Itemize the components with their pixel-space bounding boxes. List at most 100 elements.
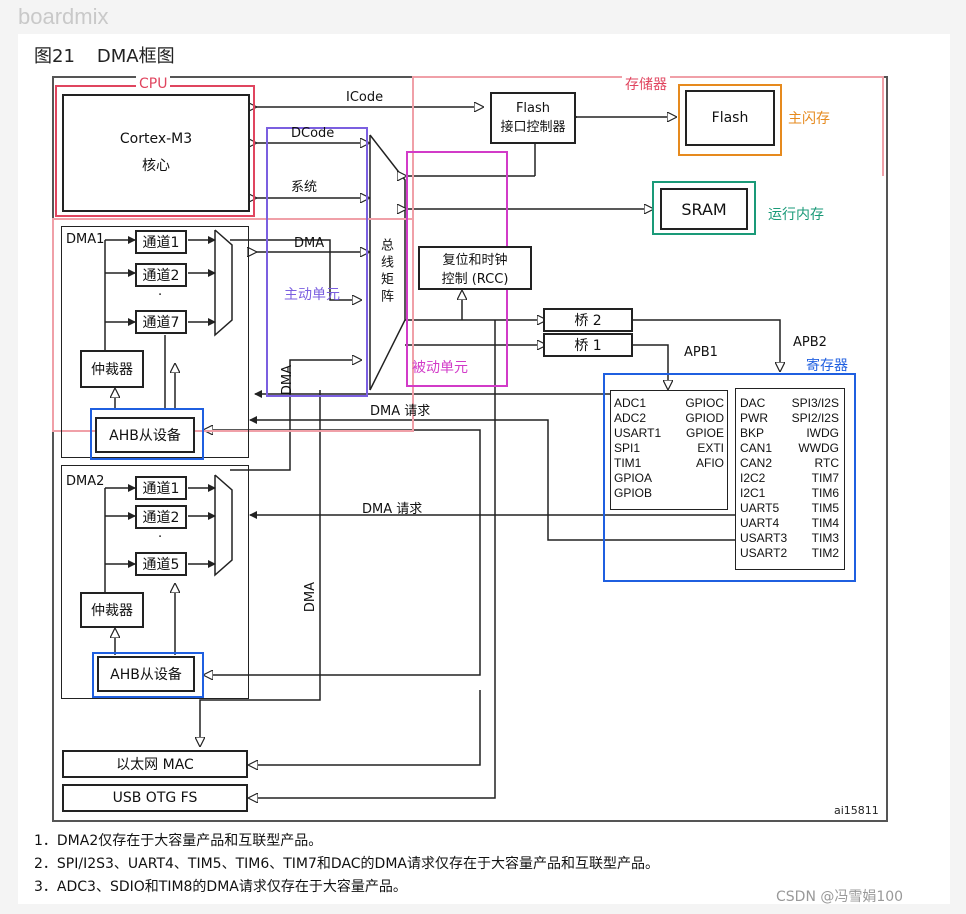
flash-if-title: Flash [515, 101, 551, 116]
figure-title: 图21 DMA框图 [34, 42, 197, 68]
apb2-peripheral: TIM6 [811, 486, 839, 500]
apb2-peripheral: TIM5 [811, 501, 839, 515]
registers-outline [603, 373, 856, 582]
apb2-peripheral: PWR [740, 411, 768, 425]
apb2-peripheral: CAN1 [740, 441, 773, 455]
apb1-peripheral: AFIO [695, 456, 724, 470]
bridge-1: 桥 1 [543, 333, 633, 357]
apb1-label: APB1 [684, 345, 718, 360]
apb2-label: APB2 [793, 335, 827, 350]
footnote-3: 3．ADC3、SDIO和TIM8的DMA请求仅存在于大容量产品。 [34, 879, 407, 895]
icode-label: ICode [346, 90, 384, 105]
apb2-peripheral: UART5 [740, 501, 780, 515]
memory-outline-left [412, 76, 414, 432]
apb2-peripheral: IWDG [806, 426, 839, 440]
dcode-label: DCode [291, 126, 335, 141]
dma1-ahb-outline [90, 408, 204, 460]
dma1-block [61, 226, 249, 458]
figure-caption: DMA框图 [96, 46, 175, 67]
apb1-peripheral: GPIOA [614, 471, 653, 485]
core-name: Cortex-M3 [119, 131, 193, 147]
dma2-arbiter: 仲裁器 [80, 592, 144, 628]
dma2-ahb-outline [92, 652, 204, 698]
dma2-title: DMA2 [66, 474, 105, 489]
apb1-peripheral: GPIOE [685, 426, 724, 440]
apb2-peripheral: CAN2 [740, 456, 773, 470]
dma1-ahb-slave: AHB从设备 [95, 417, 195, 453]
flash-if-subtitle: 接口控制器 [500, 120, 566, 135]
apb1-peripheral: ADC1 [614, 396, 647, 410]
apb1-peripheral: SPI1 [614, 441, 641, 455]
dma1-arbiter: 仲裁器 [80, 350, 144, 388]
usb-otg-block: USB OTG FS [62, 784, 248, 812]
apb1-peripheral: ADC2 [614, 411, 647, 425]
apb2-peripheral: I2C1 [740, 486, 766, 500]
apb2-peripheral: WWDG [798, 441, 839, 455]
apb1-peripheral: TIM1 [614, 456, 642, 470]
apb2-peripheral: RTC [814, 456, 839, 470]
registers-annotation: 寄存器 [806, 358, 848, 374]
passive-unit-annotation: 被动单元 [412, 360, 468, 376]
apb1-peripheral: EXTI [697, 441, 724, 455]
apb2-peripheral: TIM7 [811, 471, 839, 485]
core-label: 核心 [142, 158, 170, 174]
apb2-peripheral: SPI2/I2S [791, 411, 839, 425]
figure-number: 图21 [34, 46, 75, 67]
sram-outline [652, 181, 756, 235]
dma-vertical-label-1: DMA [280, 365, 295, 396]
rcc-subtitle: 控制 (RCC) [441, 272, 509, 287]
cortex-m3-core: Cortex-M3 核心 [62, 94, 250, 212]
dma2-channel: 通道5 [135, 552, 187, 576]
dma1-title: DMA1 [66, 232, 105, 247]
dma2-ellipsis: · [158, 530, 163, 545]
dma2-channel: 通道2 [135, 505, 187, 529]
bus-matrix-label: 总线矩阵 [378, 238, 393, 306]
flash-interface-controller: Flash 接口控制器 [490, 92, 576, 144]
system-label: 系统 [291, 180, 318, 195]
dma1-channel: 通道1 [135, 230, 187, 254]
main-flash-annotation: 主闪存 [788, 111, 830, 127]
apb2-left-column: DAC PWR BKP CAN1 CAN2 I2C2 I2C1 UART5 UA… [740, 396, 787, 561]
apb2-peripheral: DAC [740, 396, 766, 410]
dma2-channel: 通道1 [135, 476, 187, 500]
rcc-block: 复位和时钟 控制 (RCC) [418, 246, 532, 290]
apb1-left-column: ADC1 ADC2 USART1 SPI1 TIM1 GPIOA GPIOB [614, 396, 661, 501]
apb1-peripheral: GPIOC [685, 396, 724, 410]
apb2-right-column: SPI3/I2S SPI2/I2S IWDG WWDG RTC TIM7 TIM… [782, 396, 839, 561]
dma-vertical-label-2: DMA [303, 582, 318, 613]
apb2-peripheral: UART4 [740, 516, 780, 530]
bridge-2: 桥 2 [543, 308, 633, 332]
ethernet-mac-block: 以太网 MAC [62, 750, 248, 778]
dma2-ahb-slave: AHB从设备 [97, 656, 195, 692]
apb1-right-column: GPIOC GPIOD GPIOE EXTI AFIO [674, 396, 724, 471]
apb1-peripherals [610, 390, 728, 510]
dma-request-label-1: DMA 请求 [370, 404, 431, 419]
apb2-peripheral: TIM2 [811, 546, 839, 560]
sram-block: SRAM [660, 188, 748, 230]
apb2-peripheral: I2C2 [740, 471, 766, 485]
run-memory-annotation: 运行内存 [768, 207, 824, 223]
active-unit-annotation: 主动单元 [284, 287, 340, 303]
watermark-logo: boardmix [18, 4, 109, 29]
apb2-peripheral: USART3 [740, 531, 788, 545]
memory-annotation: 存储器 [622, 74, 670, 94]
main-flash-outline [678, 84, 782, 156]
dma1-channel: 通道2 [135, 263, 187, 287]
csdn-watermark: CSDN @冯雪娟100 [776, 889, 904, 905]
dma1-ellipsis: · [158, 288, 163, 303]
dma2-block [61, 465, 249, 699]
apb1-peripheral: USART1 [614, 426, 662, 440]
apb2-peripheral: BKP [740, 426, 765, 440]
apb2-peripheral: TIM4 [811, 516, 839, 530]
memory-outline-right [882, 76, 884, 176]
dma-bus-label: DMA [294, 236, 325, 251]
rcc-title: 复位和时钟 [442, 253, 508, 268]
apb2-peripherals [735, 388, 845, 570]
footnote-2: 2．SPI/I2S3、UART4、TIM5、TIM6、TIM7和DAC的DMA请… [34, 856, 659, 872]
footnote-1: 1．DMA2仅存在于大容量产品和互联型产品。 [34, 833, 323, 849]
flash-block: Flash [685, 90, 775, 146]
cpu-annotation: CPU [136, 76, 171, 92]
dma-request-label-2: DMA 请求 [362, 502, 423, 517]
figure-id: ai15811 [834, 804, 879, 817]
